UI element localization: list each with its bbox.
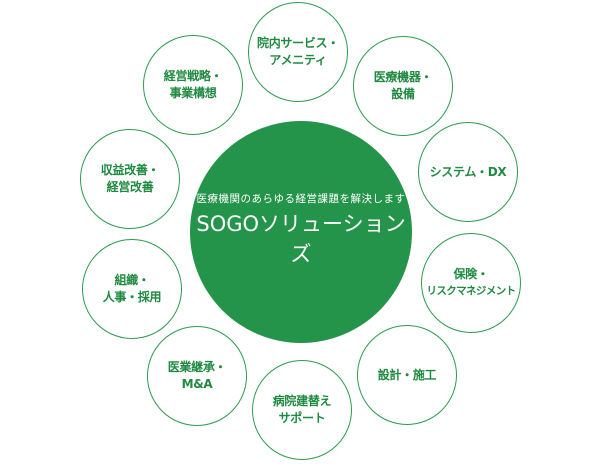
node-label-line: 事業構想 [169, 86, 217, 100]
node-label-line: サポート [278, 411, 326, 425]
node-succession-ma[interactable]: 医業継承・ M&A [147, 326, 247, 426]
node-org-hr[interactable]: 組織・ 人事・採用 [82, 239, 182, 339]
node-label-line: 収益改善・ [100, 163, 160, 177]
center-tagline: 医療機関のあらゆる経営課題を解決します [196, 192, 406, 205]
node-design-construction[interactable]: 設計・施工 [357, 325, 457, 425]
node-label-line: 保険・ [453, 267, 489, 281]
center-circle: 医療機関のあらゆる経営課題を解決します SOGOソリューションズ [190, 121, 412, 343]
node-hospital-services[interactable]: 院内サービス・ アメニティ [248, 2, 348, 102]
node-label-line: 経営改善 [106, 180, 154, 194]
node-label-line: 経営戦略・ [163, 69, 223, 83]
node-label-line: リスクマネジメント [426, 285, 516, 297]
node-label-line: 院内サービス・ [257, 36, 339, 50]
node-insurance-risk[interactable]: 保険・ リスクマネジメント [421, 233, 521, 333]
node-strategy[interactable]: 経営戦略・ 事業構想 [143, 35, 243, 135]
center-brand-title: SOGOソリューションズ [196, 211, 406, 266]
node-profit-improvement[interactable]: 収益改善・ 経営改善 [80, 129, 180, 229]
node-medical-equipment[interactable]: 医療機器・ 設備 [353, 36, 453, 136]
node-label-line: 設備 [391, 87, 415, 101]
node-label-line: 組織・ [114, 273, 150, 287]
node-label-line: 設計・施工 [377, 367, 437, 382]
node-system-dx[interactable]: システム・DX [418, 122, 518, 222]
node-label-line: 人事・採用 [102, 290, 162, 304]
node-rebuild-support[interactable]: 病院建替え サポート [252, 360, 352, 460]
node-label-line: 医療機器・ [373, 70, 433, 84]
node-label-line: システム・DX [429, 164, 507, 179]
node-label-line: アメニティ [269, 53, 327, 67]
node-label-line: M&A [181, 377, 213, 391]
node-label-line: 病院建替え [272, 394, 332, 408]
node-label-line: 医業継承・ [167, 360, 227, 374]
